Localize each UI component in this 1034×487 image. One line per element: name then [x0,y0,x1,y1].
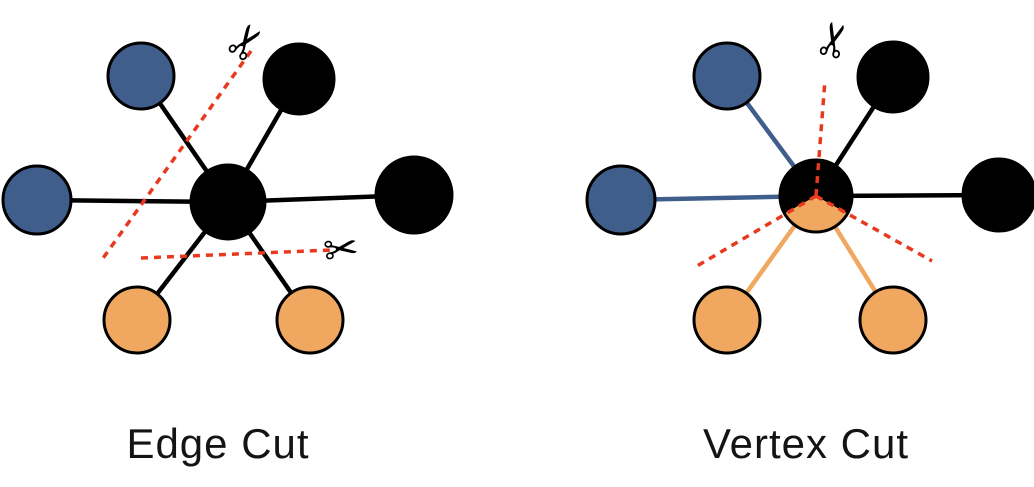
cut-line [815,194,933,263]
cut-line [814,79,827,197]
node-orange [275,285,345,355]
node-black [961,157,1034,233]
center-node [191,165,265,239]
node-black [856,40,930,114]
edge-cut-graph: ✂✂ [1,11,454,355]
cut-line [140,248,333,260]
node-black [374,155,454,235]
cut-line [696,194,817,268]
edge-cut-label: Edge Cut [126,420,310,467]
node-blue [692,41,762,111]
node-black [262,42,336,116]
vertex-cut-label: Vertex Cut [702,420,910,467]
node-orange [858,285,928,355]
cut-line [99,49,253,263]
node-blue [585,164,657,236]
center-node-outline [189,163,267,241]
center-node-outline [778,158,854,234]
node-blue [1,164,73,236]
node-orange [692,285,762,355]
node-blue [106,41,176,111]
node-orange [102,285,172,355]
vertex-cut-graph: ✂ [585,14,1034,355]
scissors-icon: ✂ [320,222,362,275]
scissors-icon: ✂ [803,14,865,65]
